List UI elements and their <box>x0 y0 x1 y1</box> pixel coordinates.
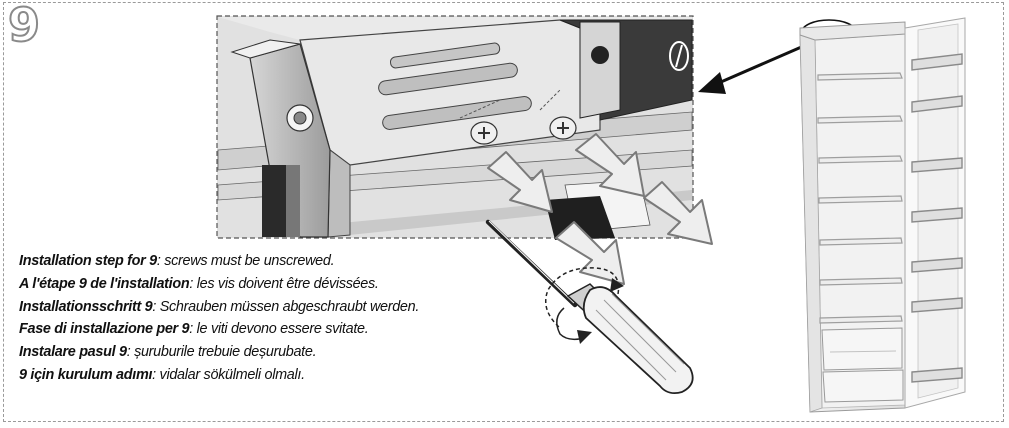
page-frame <box>3 2 1004 422</box>
instruction-text-block: Installation step for 9: screws must be … <box>19 250 539 387</box>
screwdriver-icon <box>485 219 694 395</box>
detail-view <box>216 15 694 240</box>
instruction-line-tr: 9 için kurulum adımı: vidalar sökülmeli … <box>19 366 305 383</box>
unscrew-arrows <box>487 133 713 285</box>
step-number: 9 <box>7 0 41 52</box>
instruction-line-it: Fase di installazione per 9: le viti dev… <box>19 321 369 338</box>
instruction-line-fr: A l'étape 9 de l'installation: les vis d… <box>19 275 379 292</box>
rotation-arrow-icon <box>545 267 624 344</box>
instruction-line-en: Installation step for 9: screws must be … <box>19 253 335 269</box>
instruction-line-de: Installationsschritt 9: Schrauben müssen… <box>19 298 420 315</box>
fridge-illustration <box>799 17 966 413</box>
screw <box>459 99 501 145</box>
screw <box>539 89 577 140</box>
instruction-line-ro: Instalare pasul 9: șuruburile trebuie de… <box>19 344 317 361</box>
